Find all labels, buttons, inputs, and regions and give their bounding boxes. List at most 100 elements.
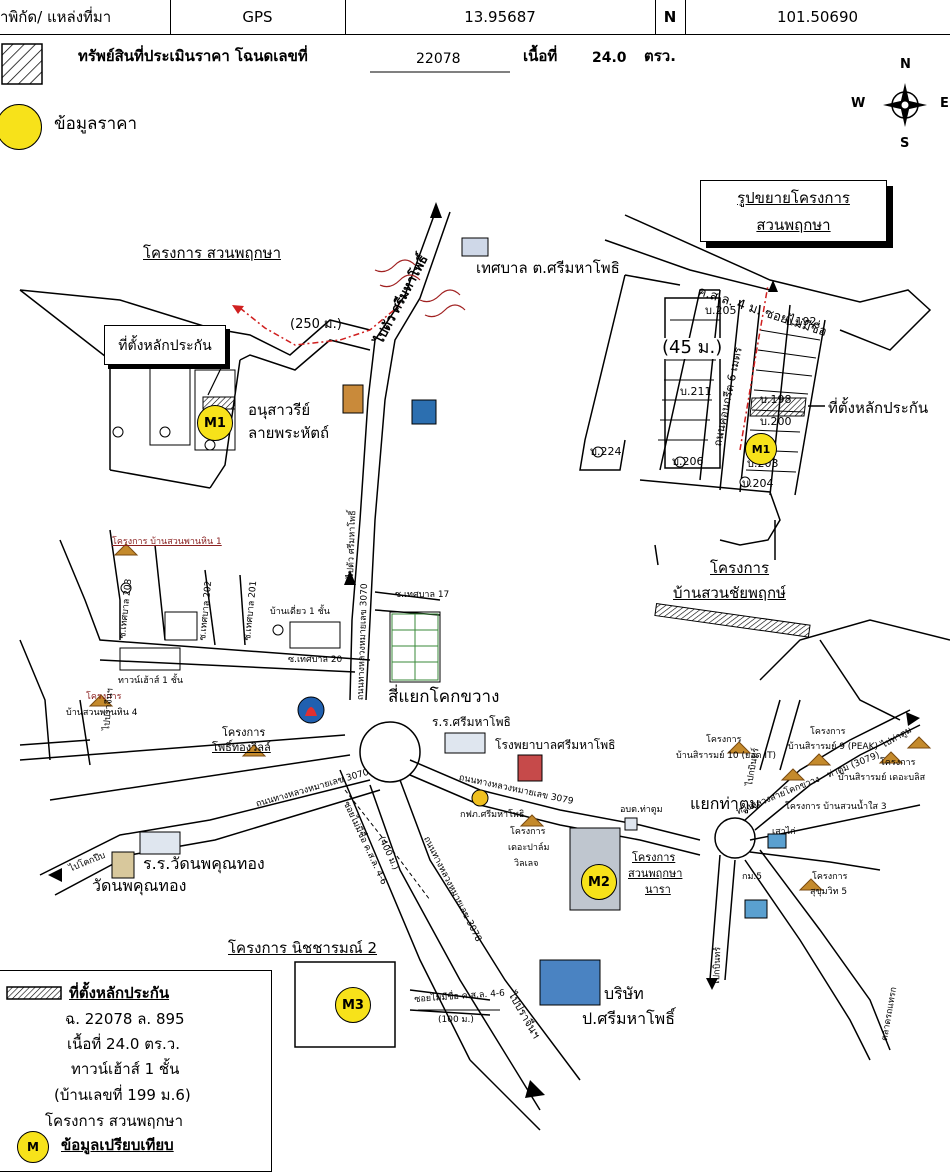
source-cell: GPS [170,0,346,35]
sirarom9-line2: บ้านสิรารมย์ 9 (PEAK) [788,742,878,752]
monument-line1: อนุสาวรีย์ [248,401,311,419]
compass-s: S [900,136,910,151]
source-value: GPS [242,8,273,26]
legend-line3: ทาวน์เฮ้าส์ 1 ชั้น [71,1060,180,1078]
main-roads [19,209,950,1131]
monument-line2: ลายพระหัตถ์ [248,424,330,442]
saochai-label: เสาไก่ [772,827,796,837]
palm-line2: เดอะปาล์ม [508,843,550,853]
sakhon-line2: สุขุมวิท 5 [810,887,848,897]
hospital-label: โรงพยาบาลศรีมหาโพธิ [495,738,616,752]
legend-line4: (บ้านเลขที่ 199 ม.6) [54,1086,191,1104]
subject-desc: ทรัพย์สินที่ประเมินราคา โฉนดเลขที่ [78,47,308,65]
palm-line3: วิลเลจ [514,859,539,869]
compass-e: E [940,96,949,111]
sirarom10-line1: โครงการ [706,735,742,745]
company-line1: บริษัท [604,984,644,1003]
pao-label: กฟภ.ศรีมหาโพธิ [460,810,525,820]
inset-plot-204: บ.204 [742,477,774,490]
compass-w: W [851,96,866,111]
compass-icon [883,83,927,127]
baan-suan-chai-line2: บ้านสวนชัยพฤกษ์ [673,584,786,602]
dist-100-label: (100 ม.) [438,1015,474,1025]
soi-20-label: ซ.เทศบาล 20 [288,655,343,665]
sirarom-bless-line2: บ้านสิรารมย์ เดอะบลิส [838,773,926,783]
subject-area-label: เนื้อที่ [523,47,558,65]
legend-hatch-symbol [6,986,62,1000]
inset-plot-205: บ.205 [705,304,737,317]
inset-plot-206: บ.206 [672,455,704,468]
map-marker-m3: M3 [335,987,371,1023]
inset-roads [579,214,932,566]
lat-value: 13.95687 [464,8,536,26]
palm-line1: โครงการ [510,827,546,837]
collateral-left-label: ที่ตั้งหลักประกัน [118,338,212,354]
single-house-label: บ้านเดี่ยว 1 ชั้น [270,607,330,617]
subject-area: 24.0 [592,50,627,66]
suan-namsai-label: โครงการ บ้านสวนน้ำใส 3 [785,802,887,812]
subject-deed: 22078 [416,51,461,67]
building-icons [111,237,787,1006]
to-kabin-label: ไปกบินทร์ [712,946,724,986]
soi-17-label: ซ.เทศบาล 17 [395,590,450,600]
sirarom-bless-line1: โครงการ [880,758,916,768]
legend-title: ที่ตั้งหลักประกัน [69,984,170,1002]
legend-line2: เนื้อที่ 24.0 ตร.ว. [67,1035,180,1053]
baan-suan-4-line1: โครงการ [86,692,122,702]
kmc-label: กม.5 [742,872,762,882]
dist-250-label: (250 ม.) [290,317,342,332]
school-wat-label: ร.ร.วัดนพคุณทอง [143,854,265,873]
townhouse-label: ทาวน์เฮ้าส์ 1 ชั้น [118,676,184,686]
legend-compare: ข้อมูลเปรียบเทียบ [61,1136,174,1154]
green-housing-grid [391,613,439,681]
map-marker-m1: M1 [197,405,233,441]
price-info-label: ข้อมูลราคา [54,114,138,134]
inset-plot-211: บ.211 [680,385,712,398]
subject-hatch-symbol [1,43,43,85]
bridge-marks [374,259,466,318]
n-cell: N [655,0,686,35]
wat-label: วัดนพคุณทอง [92,876,187,895]
baan-suan-4-line2: บ้านสวนพานหิน 4 [66,708,138,718]
subject-unit: ตรว. [644,47,676,65]
nicha-project-label: โครงการ นิชชารมณ์ 2 [228,939,378,957]
suan-nara-line1: โครงการ [632,851,676,864]
arrows [48,202,920,1098]
lon-value: 101.50690 [776,8,859,26]
project-suan-label: โครงการ สวนพฤกษา [143,244,281,262]
inset-plot-192: บ.192 [785,315,817,328]
baan-suan-1-label: โครงการ บ้านสวนพานหิน 1 [112,537,222,547]
inset-plot-224: บ.224 [590,445,622,458]
intersection-tatum-label: แยกท่าตูม [690,794,760,813]
lat-cell: 13.95687 [345,0,656,35]
inset-title-box: รูปขยายโครงการ สวนพฤกษา [700,180,887,242]
legend-m-marker: M [17,1131,49,1163]
n-label: N [663,8,677,26]
company-line2: ป.ศรีมหาโพธิ์ [582,1009,675,1028]
intersection-kok-label: สี่แยกโคกขวาง [388,687,500,707]
housing-blocks [119,364,441,683]
inset-distance: (45 ม.) [662,337,723,359]
house-icons [88,543,932,891]
legend-box: ที่ตั้งหลักประกัน ฉ. 22078 ล. 895 เนื้อท… [0,970,272,1172]
map-marker-m2: M2 [581,864,617,900]
railway-strip [654,603,811,638]
suan-nara-line3: นารา [645,883,671,896]
inset-title-line1: รูปขยายโครงการ [737,189,850,207]
phothong-line1: โครงการ [222,726,266,739]
inset-title-line2: สวนพฤกษา [756,216,831,234]
suan-nara-line2: สวนพฤกษา [628,867,683,880]
sirarom10-line2: บ้านสิรารมย์ 10 (ยอด IT) [676,751,777,761]
inset-marker-m1: M1 [745,433,777,465]
sirarom9-line1: โครงการ [810,727,846,737]
tatum-office-label: อบต.ท่าตูม [620,805,663,815]
legend-line1: ฉ. 22078 ล. 895 [65,1010,185,1028]
sakhon-line1: โครงการ [812,872,848,882]
lon-cell: 101.50690 [685,0,950,35]
coord-label: าพิกัด/ แหล่งที่มา [0,8,112,26]
compass-n: N [900,57,911,72]
school-srimahapho-label: ร.ร.ศรีมหาโพธิ [432,715,511,729]
inset-plot-198: บ.198 [760,393,792,406]
municipality-label: เทศบาล ต.ศรีมหาโพธิ [476,259,620,277]
